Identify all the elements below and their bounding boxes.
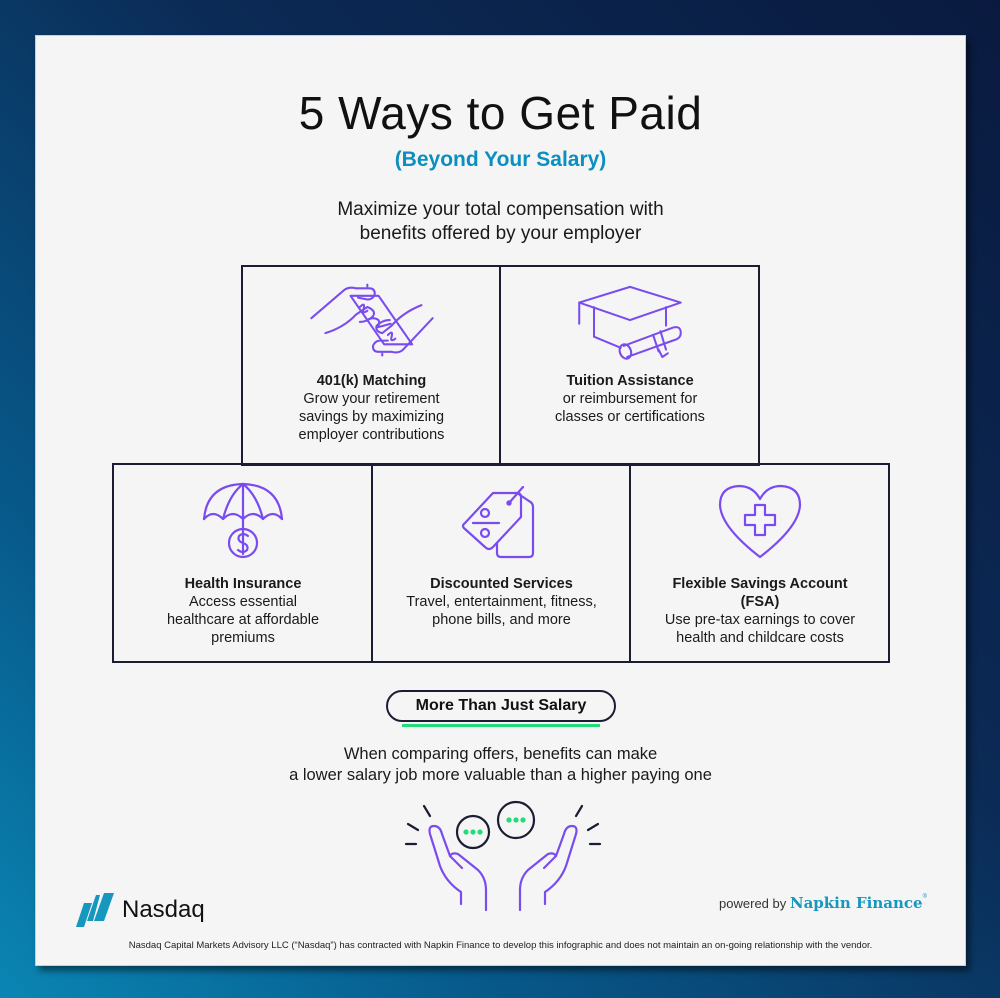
- intro-text: Maximize your total compensation with be…: [36, 198, 965, 246]
- umbrella-dollar-icon: [202, 482, 284, 559]
- hands-speech-bubbles-icon: [404, 800, 602, 912]
- closing-line: When comparing offers, benefits can make: [343, 745, 658, 763]
- benefit-discounted-services: Discounted Services Travel, entertainmen…: [373, 481, 630, 629]
- benefit-desc-line: Travel, entertainment, fitness,: [406, 594, 597, 610]
- benefit-desc-line: health and childcare costs: [676, 630, 844, 646]
- benefit-title: Tuition Assistance: [566, 373, 694, 389]
- benefit-desc-line: classes or certifications: [555, 409, 705, 425]
- benefit-title: Flexible Savings Account: [672, 576, 848, 592]
- benefit-desc-line: phone bills, and more: [432, 612, 571, 628]
- closing-line: a lower salary job more valuable than a …: [289, 766, 712, 784]
- benefit-fsa: Flexible Savings Account (FSA) Use pre-t…: [631, 481, 889, 647]
- benefit-title: (FSA): [740, 594, 780, 610]
- benefit-health-insurance: Health Insurance Access essential health…: [114, 481, 372, 647]
- intro-line: benefits offered by your employer: [359, 223, 642, 244]
- powered-prefix: powered by: [719, 896, 787, 911]
- benefit-desc-line: employer contributions: [298, 427, 445, 443]
- divider: [371, 463, 373, 663]
- trademark: ®: [922, 894, 927, 900]
- benefit-title: Health Insurance: [184, 576, 302, 592]
- benefit-desc-line: Grow your retirement: [303, 391, 440, 407]
- benefit-desc-line: Access essential: [189, 594, 297, 610]
- benefit-desc-line: premiums: [211, 630, 275, 646]
- graduation-cap-diploma-icon: [578, 285, 682, 360]
- benefit-desc-line: healthcare at affordable: [166, 612, 320, 628]
- benefit-desc-line: or reimbursement for: [562, 391, 698, 407]
- nasdaq-logo: Nasdaq: [76, 893, 205, 927]
- benefit-401k: 401(k) Matching Grow your retirement sav…: [243, 276, 500, 444]
- logo-text: Nasdaq: [122, 896, 205, 923]
- divider: [629, 463, 631, 663]
- benefit-desc-line: savings by maximizing: [298, 409, 445, 425]
- page-subtitle: (Beyond Your Salary): [394, 148, 607, 171]
- benefit-title: Discounted Services: [430, 576, 573, 592]
- callout-pill: More Than Just Salary: [386, 690, 616, 722]
- page-title: 5 Ways to Get Paid: [298, 87, 703, 139]
- napkin-finance-brand: Napkin Finance: [789, 894, 923, 912]
- pill-underline: [402, 724, 600, 727]
- nasdaq-logo-icon: [76, 893, 114, 927]
- bottom-row-frame: [112, 463, 890, 663]
- benefit-title: 401(k) Matching: [316, 373, 427, 389]
- discount-tag-icon: [461, 485, 534, 559]
- heart-cross-icon: [718, 484, 802, 559]
- benefit-desc-line: Use pre-tax earnings to cover: [664, 612, 856, 628]
- benefit-tuition: Tuition Assistance or reimbursement for …: [501, 276, 759, 426]
- infographic-card: 5 Ways to Get Paid (Beyond Your Salary) …: [35, 35, 966, 966]
- hands-puzzle-dollar-icon: [309, 283, 434, 357]
- intro-line: Maximize your total compensation with: [337, 199, 664, 220]
- closing-text: When comparing offers, benefits can make…: [36, 744, 965, 786]
- divider: [499, 265, 501, 466]
- disclaimer: Nasdaq Capital Markets Advisory LLC (“Na…: [128, 940, 873, 951]
- powered-by: powered by Napkin Finance®: [719, 894, 927, 912]
